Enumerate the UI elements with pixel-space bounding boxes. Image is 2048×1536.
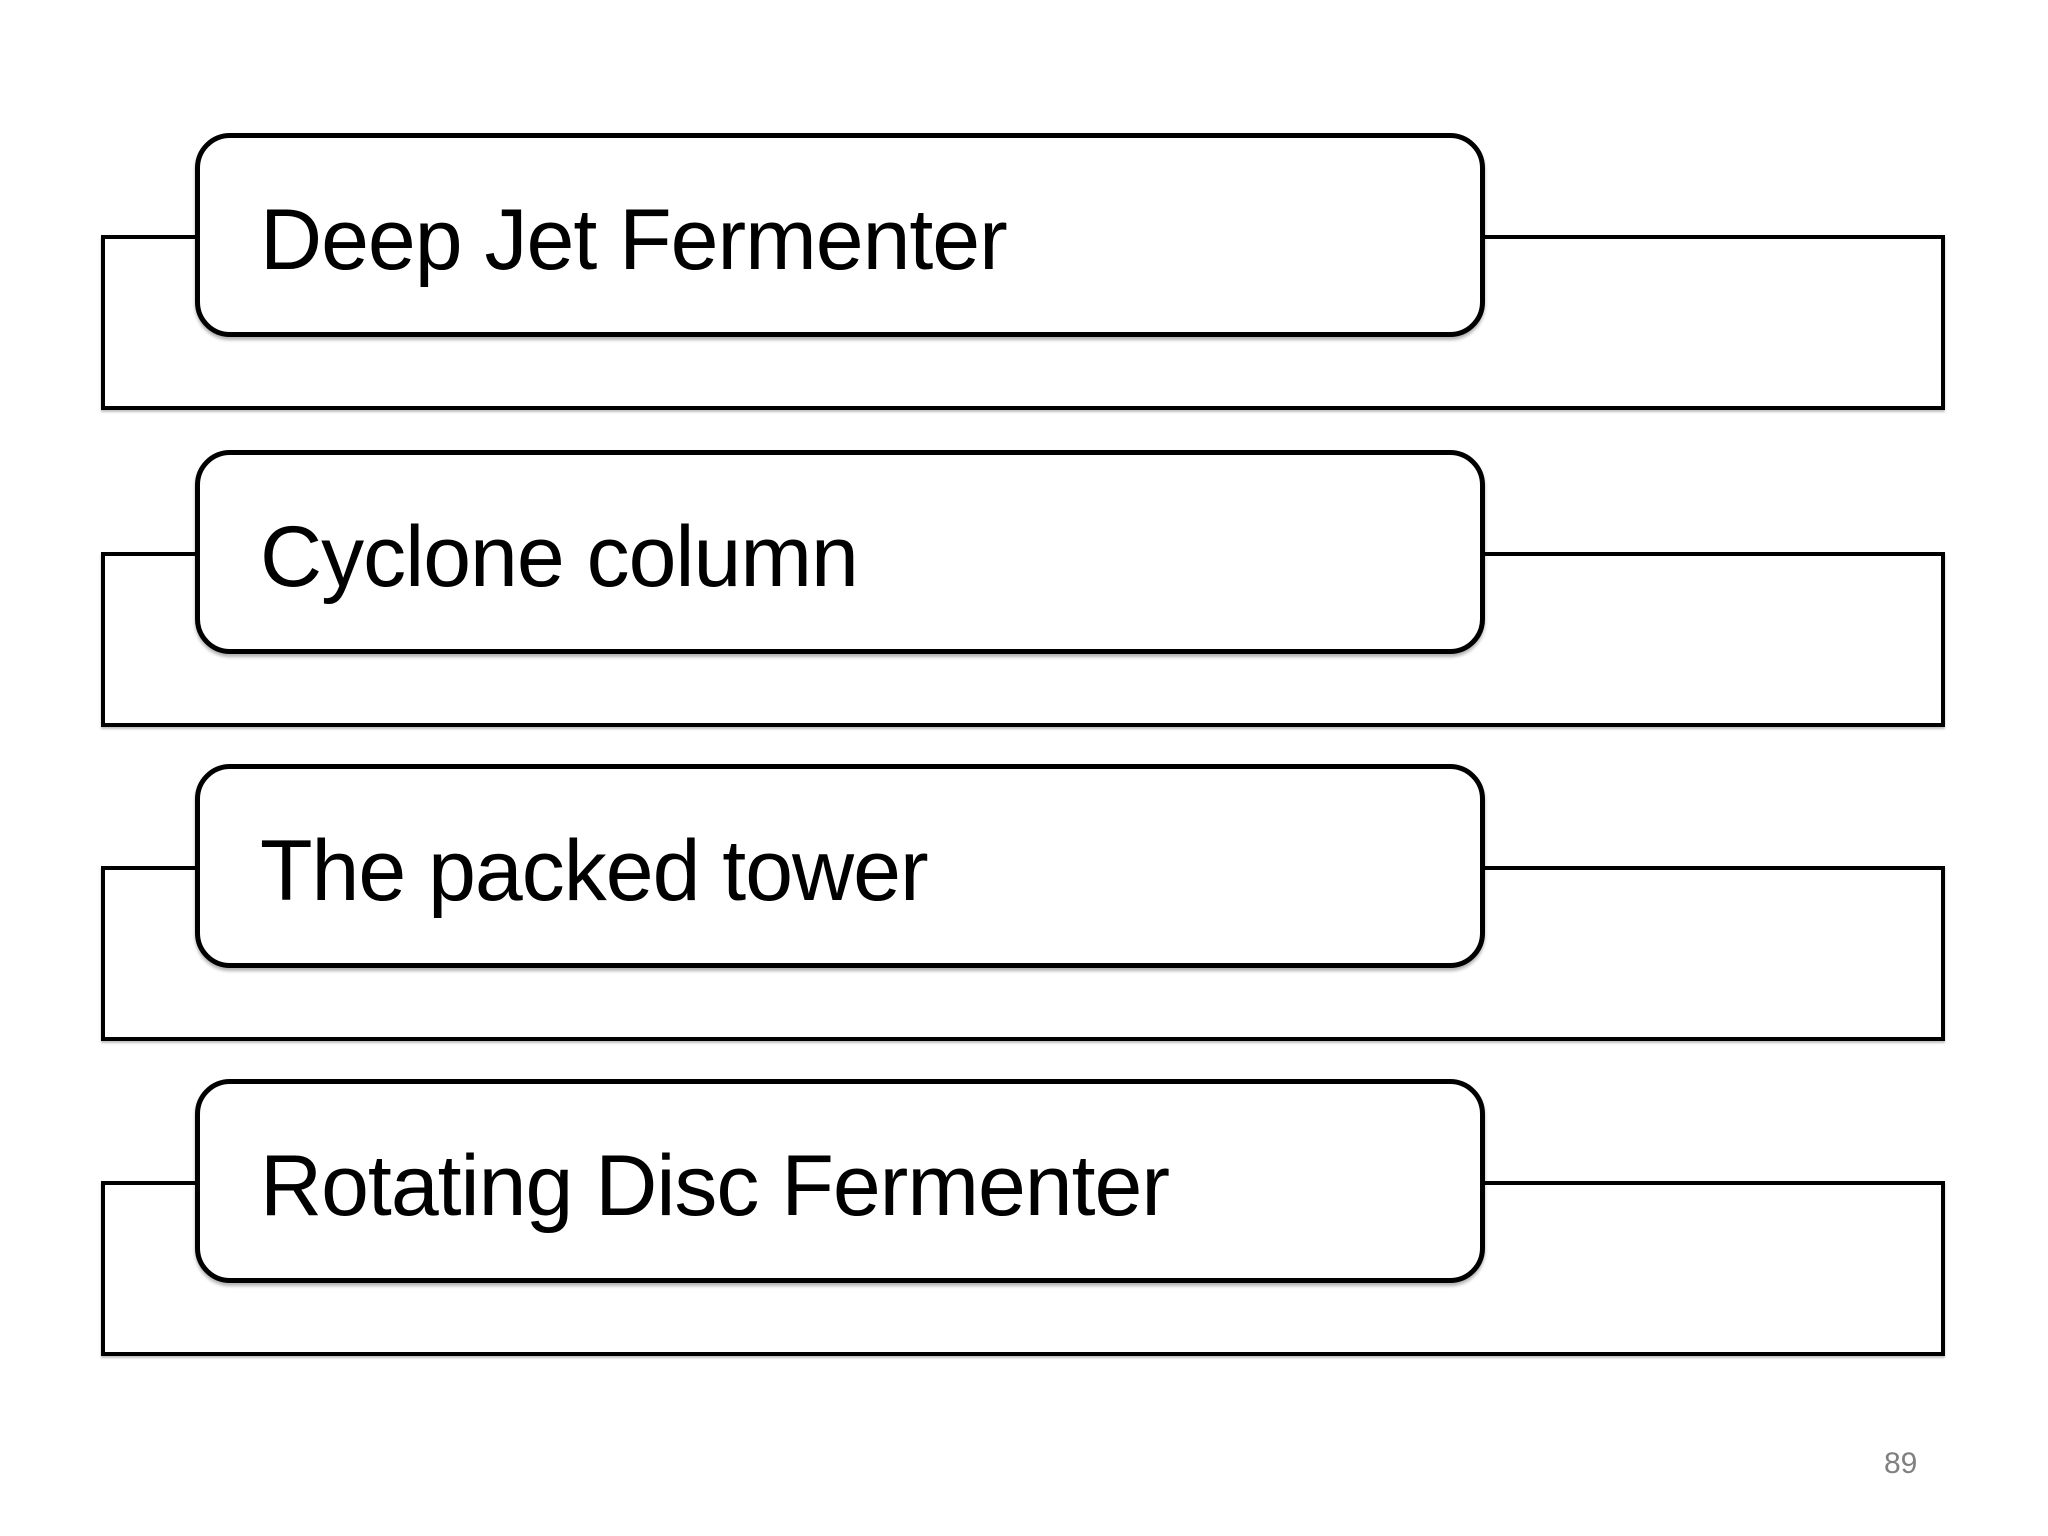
item-box: The packed tower — [195, 764, 1485, 968]
item-box: Rotating Disc Fermenter — [195, 1079, 1485, 1283]
list-item: The packed tower — [101, 764, 1945, 1042]
item-label: Rotating Disc Fermenter — [260, 1138, 1170, 1234]
item-box: Deep Jet Fermenter — [195, 133, 1485, 337]
list-item: Cyclone column — [101, 450, 1945, 728]
item-label: The packed tower — [260, 823, 929, 919]
item-box: Cyclone column — [195, 450, 1485, 654]
list-item: Rotating Disc Fermenter — [101, 1079, 1945, 1357]
item-label: Deep Jet Fermenter — [260, 192, 1008, 288]
item-label: Cyclone column — [260, 509, 859, 605]
list-item: Deep Jet Fermenter — [101, 133, 1945, 411]
page-number: 89 — [1884, 1447, 1918, 1480]
